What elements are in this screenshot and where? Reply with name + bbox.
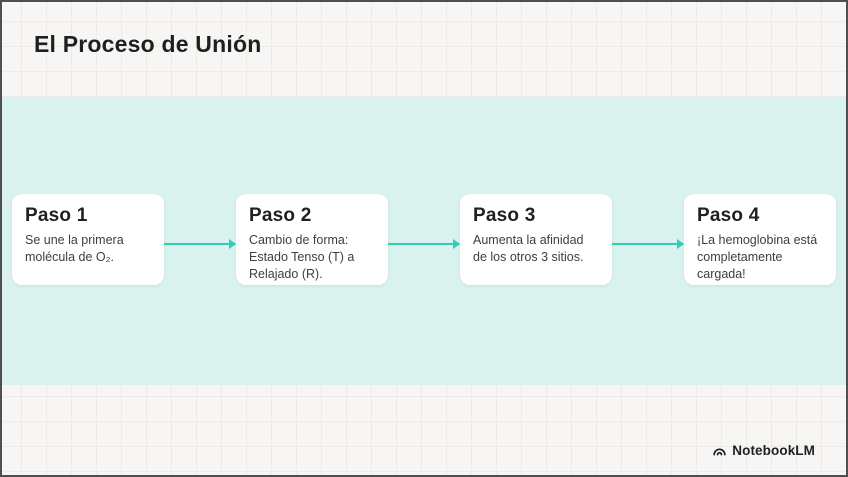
arrow-right-icon xyxy=(677,239,684,249)
flow-arrow-2 xyxy=(388,239,460,249)
arrow-line xyxy=(388,243,453,245)
brand-wordmark: NotebookLM xyxy=(732,443,815,458)
arrow-right-icon xyxy=(453,239,460,249)
page-title: El Proceso de Unión xyxy=(34,31,262,57)
arrow-line xyxy=(612,243,677,245)
step-title: Paso 2 xyxy=(249,205,312,226)
step-description: Se une la primera molécula de O₂. xyxy=(25,233,124,264)
notebooklm-logo-icon xyxy=(713,448,726,456)
step-description: ¡La hemoglobina está completamente carga… xyxy=(697,233,818,281)
notebooklm-brand: NotebookLM xyxy=(712,443,815,458)
step-card-2: Paso 2 Cambio de forma: Estado Tenso (T)… xyxy=(236,194,388,285)
step-description: Cambio de forma: Estado Tenso (T) a Rela… xyxy=(249,233,355,281)
flow-arrow-1 xyxy=(164,239,236,249)
step-title: Paso 1 xyxy=(25,205,88,226)
step-description: Aumenta la afinidad de los otros 3 sitio… xyxy=(473,233,584,264)
process-flow: Paso 1 Se une la primera molécula de O₂.… xyxy=(12,194,836,285)
step-card-3: Paso 3 Aumenta la afinidad de los otros … xyxy=(460,194,612,285)
step-title: Paso 3 xyxy=(473,205,536,226)
step-card-1: Paso 1 Se une la primera molécula de O₂. xyxy=(12,194,164,285)
flow-arrow-3 xyxy=(612,239,684,249)
step-card-4: Paso 4 ¡La hemoglobina está completament… xyxy=(684,194,836,285)
arrow-line xyxy=(164,243,229,245)
arrow-right-icon xyxy=(229,239,236,249)
step-title: Paso 4 xyxy=(697,205,760,226)
